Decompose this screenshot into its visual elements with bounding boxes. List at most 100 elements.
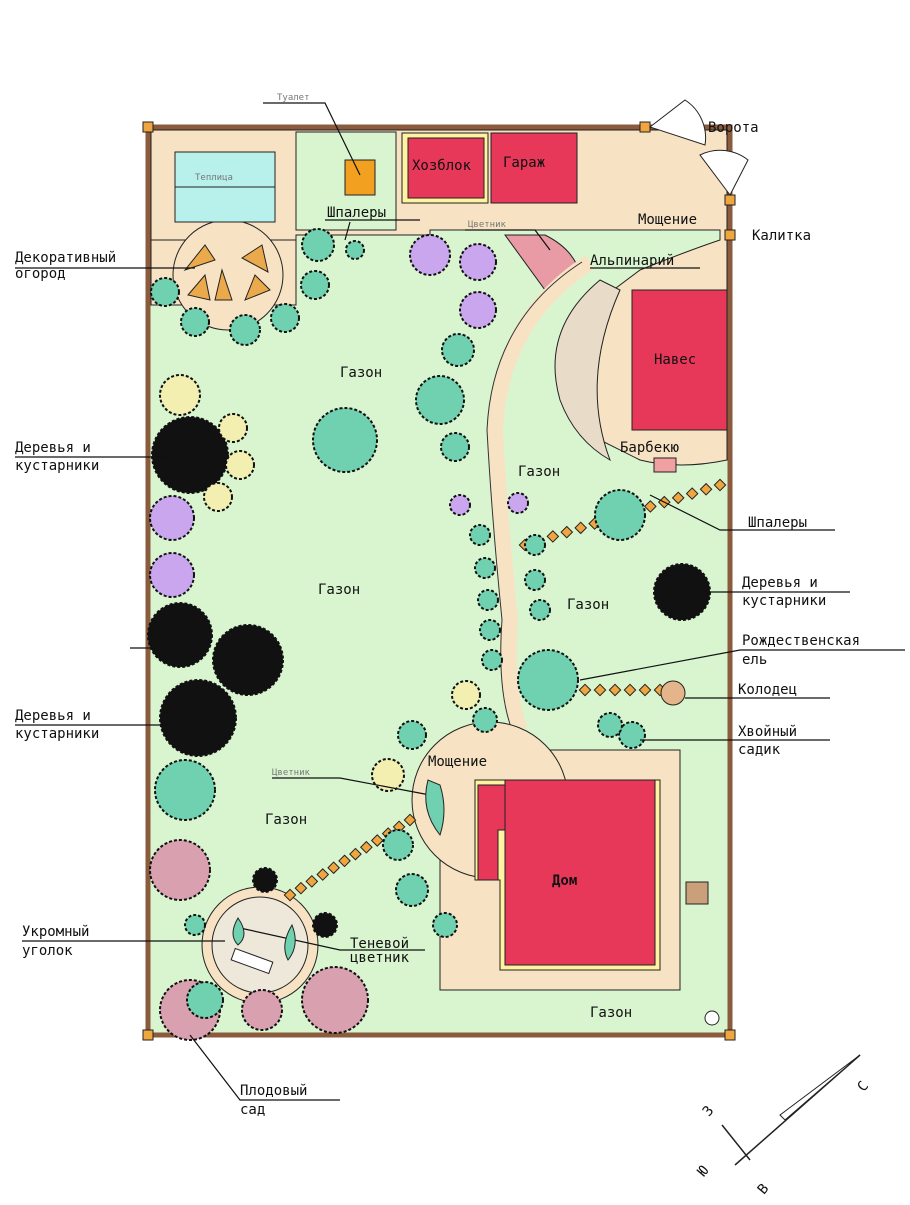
tree xyxy=(345,240,365,260)
tree xyxy=(229,314,261,346)
rockery xyxy=(554,279,621,462)
stepping-stone xyxy=(338,854,351,868)
stepping-stone xyxy=(593,683,607,697)
stepping-stone xyxy=(294,881,308,895)
tree xyxy=(203,482,233,512)
tree xyxy=(312,912,338,938)
tree xyxy=(529,599,551,621)
tree xyxy=(594,489,646,541)
compass-south: Ю xyxy=(695,1163,713,1180)
stepping-stone xyxy=(560,525,574,539)
shade-bed-label-1: Теневой xyxy=(350,936,409,952)
tree xyxy=(618,721,646,749)
greenhouse-label: Теплица xyxy=(195,173,233,183)
house xyxy=(504,779,656,966)
trees-label-left-4: кустарники xyxy=(15,726,99,742)
stepping-stone xyxy=(671,491,685,505)
stepping-stone xyxy=(699,482,713,496)
decor-garden-label-2: огород xyxy=(15,266,66,282)
garage-label: Гараж xyxy=(503,155,546,171)
trees-label-left-3: Деревья и xyxy=(15,708,91,724)
tree xyxy=(395,873,429,907)
tree xyxy=(459,291,497,329)
tree xyxy=(300,270,330,300)
toilet xyxy=(344,159,376,196)
compass-rose: С З Ю В xyxy=(695,1054,872,1198)
tree xyxy=(186,981,224,1019)
lawn-label: Газон xyxy=(340,365,382,381)
flowerbed-top-label: Цветник xyxy=(468,220,507,230)
tree xyxy=(149,552,195,598)
flowerbed-left xyxy=(425,779,445,837)
conifer-label-1: Хвойный xyxy=(738,724,797,740)
stepping-stone xyxy=(392,820,406,834)
drain-icon xyxy=(704,1010,720,1026)
garage xyxy=(490,132,578,204)
paving-top-label: Мощение xyxy=(638,212,697,228)
decorative-garden-beds xyxy=(183,244,271,301)
shade-bed-label-2: цветник xyxy=(350,950,410,966)
tree xyxy=(397,720,427,750)
tree xyxy=(312,407,378,473)
shade-flowerbed xyxy=(232,917,296,961)
tree xyxy=(524,569,546,591)
paving-house-label: Мощение xyxy=(428,754,487,770)
canopy-label: Навес xyxy=(654,352,696,368)
canopy xyxy=(631,289,728,431)
tree xyxy=(415,375,465,425)
trellis-right-label: Шпалеры xyxy=(748,515,807,531)
well xyxy=(660,680,686,706)
house-annex xyxy=(685,881,709,905)
tree xyxy=(151,416,229,494)
tree xyxy=(301,228,335,262)
garden-path xyxy=(486,255,595,733)
tree xyxy=(371,758,405,792)
lawn-label: Газон xyxy=(590,1005,632,1021)
tree xyxy=(147,602,213,668)
stepping-stone xyxy=(305,874,319,888)
bbq xyxy=(653,457,677,473)
house-label: Дом xyxy=(552,873,577,889)
stepping-stone xyxy=(643,500,657,513)
bbq-label: Барбекю xyxy=(620,440,679,456)
tree xyxy=(507,492,529,514)
tree xyxy=(184,914,206,936)
rockery-label: Альпинарий xyxy=(590,253,674,269)
tree xyxy=(225,450,255,480)
stepping-stone xyxy=(574,521,588,535)
shed-label: Хозблок xyxy=(412,158,472,174)
tree xyxy=(154,759,216,821)
xmas-tree-label-1: Рождественская xyxy=(742,633,860,649)
gate-leaf xyxy=(648,99,707,146)
tree xyxy=(474,557,496,579)
tree xyxy=(409,234,451,276)
nook-bench xyxy=(230,947,274,975)
tree xyxy=(218,413,248,443)
tree xyxy=(382,829,414,861)
tree xyxy=(597,712,623,738)
tree xyxy=(149,495,195,541)
tree xyxy=(441,333,475,367)
tree xyxy=(517,649,579,711)
tree xyxy=(301,966,369,1034)
stepping-stone xyxy=(327,861,341,875)
stepping-stone xyxy=(370,834,384,847)
tree xyxy=(481,649,503,671)
tree xyxy=(252,867,278,893)
well-label: Колодец xyxy=(738,682,797,698)
tree xyxy=(432,912,458,938)
trees-label-right-2: кустарники xyxy=(742,593,826,609)
stepping-stone xyxy=(316,868,330,881)
orchard-label-2: сад xyxy=(240,1102,265,1118)
stepping-stone xyxy=(359,840,373,854)
tree xyxy=(440,432,470,462)
tree xyxy=(212,624,284,696)
tree xyxy=(469,524,491,546)
stepping-stone xyxy=(283,888,297,902)
stepping-stone xyxy=(608,683,622,697)
stepping-stone xyxy=(578,683,592,697)
tree xyxy=(524,534,546,556)
wicket-label: Калитка xyxy=(752,228,811,244)
lawn-label: Газон xyxy=(567,597,609,613)
